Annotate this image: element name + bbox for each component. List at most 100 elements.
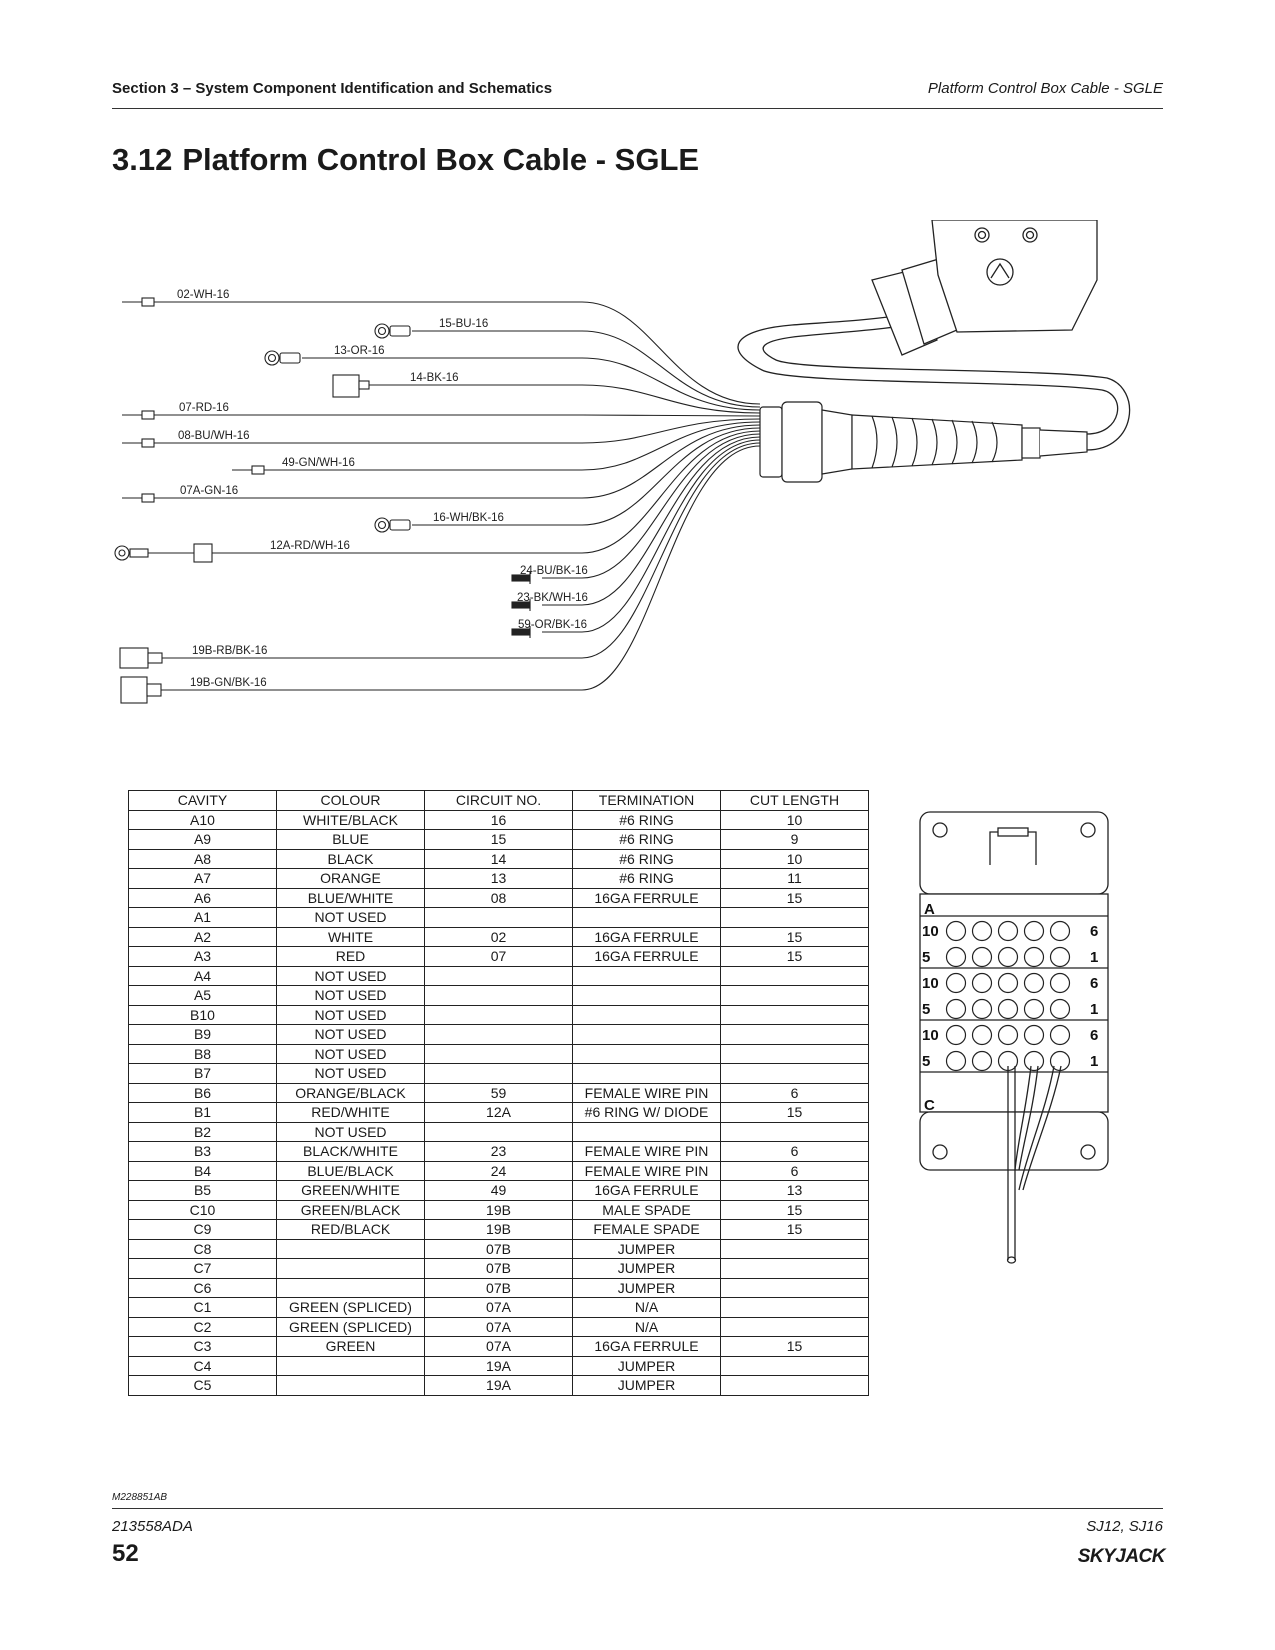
cavity (945, 1024, 967, 1046)
table-cell: JUMPER (572, 1375, 721, 1396)
table-cell: 6 (720, 1141, 869, 1162)
table-cell: B8 (128, 1043, 277, 1064)
wire (152, 442, 761, 659)
table-cell: GREEN (SPLICED) (276, 1297, 425, 1318)
table-cell: 07A (424, 1316, 573, 1337)
table-cell (424, 985, 573, 1006)
table-cell (720, 985, 869, 1006)
cavity (945, 946, 967, 968)
table-cell (572, 1063, 721, 1084)
table-cell (720, 1277, 869, 1298)
table-cell: 08 (424, 887, 573, 908)
cavity (997, 1024, 1019, 1046)
table-cell: BLACK (276, 848, 425, 869)
table-cell (424, 1063, 573, 1084)
table-cell: 11 (720, 868, 869, 889)
table-cell: 10 (720, 848, 869, 869)
running-header: Platform Control Box Cable - SGLE (927, 80, 1163, 97)
table-cell: B3 (128, 1141, 277, 1162)
table-cell: BLACK/WHITE (276, 1141, 425, 1162)
table-cell (572, 1004, 721, 1025)
column-header: CIRCUIT NO. (424, 790, 573, 811)
table-cell (572, 985, 721, 1006)
table-cell (424, 1024, 573, 1045)
table-cell: 07A (424, 1336, 573, 1357)
table-cell: C1 (128, 1297, 277, 1318)
table-cell: A6 (128, 887, 277, 908)
harness-diagram: 02-WH-1615-BU-1613-OR-1614-BK-1607-RD-16… (114, 220, 1131, 704)
table-cell: 16GA FERRULE (572, 887, 721, 908)
row-number-right: 1 (1090, 949, 1098, 966)
wire (262, 421, 761, 471)
table-cell: 19B (424, 1219, 573, 1240)
table-cell (424, 1004, 573, 1025)
table-cell: NOT USED (276, 965, 425, 986)
table-cell: B7 (128, 1063, 277, 1084)
table-cell: B5 (128, 1180, 277, 1201)
table-cell: 9 (720, 829, 869, 850)
cavity (1023, 1050, 1045, 1072)
table-cell: 13 (720, 1180, 869, 1201)
strain-relief-boot (759, 401, 1088, 483)
row-number-left: 10 (922, 1027, 939, 1044)
table-cell: WHITE (276, 926, 425, 947)
table-cell: 49 (424, 1180, 573, 1201)
table-cell (572, 1024, 721, 1045)
row-number-left: 10 (922, 923, 939, 940)
table-cell: B1 (128, 1102, 277, 1123)
table-cell: A7 (128, 868, 277, 889)
wire-terminal (374, 517, 411, 533)
cavity (1023, 946, 1045, 968)
wire (302, 357, 761, 411)
wire-terminal (114, 543, 264, 563)
table-cell: C5 (128, 1375, 277, 1396)
cavity (1023, 1024, 1045, 1046)
table-cell: JUMPER (572, 1277, 721, 1298)
wire-terminal (232, 465, 265, 475)
cavity-grid (945, 920, 1071, 1072)
table-cell (424, 1043, 573, 1064)
wire-label: 12A-RD/WH-16 (270, 540, 350, 552)
cavity (997, 998, 1019, 1020)
table-cell: 6 (720, 1082, 869, 1103)
cavity (945, 972, 967, 994)
table-cell (572, 1043, 721, 1064)
table-cell: 12A (424, 1102, 573, 1123)
cavity (971, 1024, 993, 1046)
cavity (997, 946, 1019, 968)
column-header: COLOUR (276, 790, 425, 811)
table-cell: ORANGE/BLACK (276, 1082, 425, 1103)
column-header: TERMINATION (572, 790, 721, 811)
table-cell: 15 (720, 1219, 869, 1240)
table-cell: C9 (128, 1219, 277, 1240)
wire-label: 23-BK/WH-16 (517, 592, 588, 604)
table-cell: #6 RING (572, 848, 721, 869)
wire-terminal (122, 297, 155, 307)
table-cell: A1 (128, 907, 277, 928)
table-cell: 14 (424, 848, 573, 869)
cavity (1049, 998, 1071, 1020)
cavity (1023, 920, 1045, 942)
column-header: CAVITY (128, 790, 277, 811)
cavity (971, 972, 993, 994)
table-cell: ORANGE (276, 868, 425, 889)
table-cell: 15 (720, 946, 869, 967)
table-cell (720, 1355, 869, 1376)
table-cell: BLUE (276, 829, 425, 850)
page-number: 52 (112, 1540, 139, 1567)
table-cell: 07B (424, 1277, 573, 1298)
